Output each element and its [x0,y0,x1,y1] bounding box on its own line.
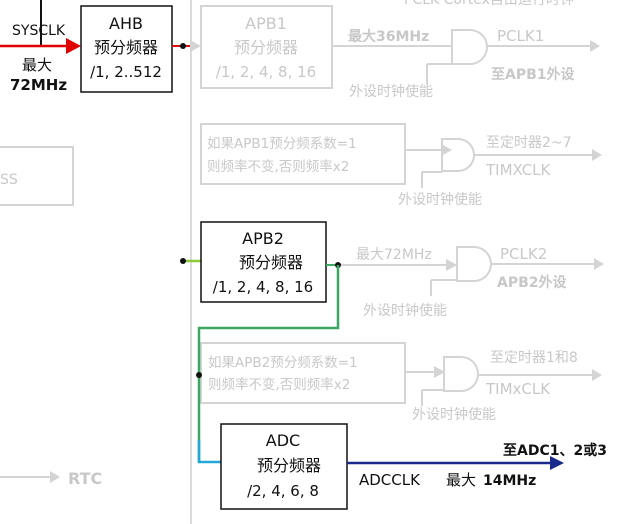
sysclk-label: SYSCLK [12,23,66,39]
adcclk-max-value: 14MHz [483,473,536,489]
adc-name: ADC [266,431,300,450]
apb2-factors: /1, 2, 4, 8, 16 [213,278,313,296]
apb1-target: 至APB1外设 [491,66,576,83]
adc-input-line [197,440,222,464]
apb1-title: 预分频器 [234,38,298,57]
adc-title: 预分频器 [257,456,321,475]
apb2-mult-junction-dot [196,372,202,378]
apb1-prescaler-box: APB1 预分频器 /1, 2, 4, 8, 16 [216,14,316,81]
apb2-title: 预分频器 [239,253,303,272]
apb2-mult-line1: 如果APB2预分频系数=1 [208,355,358,371]
apb2-name: APB2 [242,229,284,248]
pclk1-label: PCLK1 [497,27,544,45]
apb2-junction-dot [180,258,186,264]
apb2-prescaler-box: APB2 预分频器 /1, 2, 4, 8, 16 [200,221,327,303]
apb1-factors: /1, 2, 4, 8, 16 [216,63,316,81]
apb1-name: APB1 [245,14,287,33]
apb2-max: 最大72MHz [356,247,432,263]
ahb-factors: /1, 2..512 [90,63,162,81]
adcclk-arrowhead [550,456,564,470]
timxclk-apb2-label: TIMxCLK [485,380,551,398]
adc-target: 至ADC1、2或3 [503,442,607,459]
dimmed-arrowheads [50,40,604,483]
sysclk-arrowhead [66,38,81,54]
timxclk-apb1-label: TIMXCLK [485,161,552,179]
rtc-label: RTC [68,469,102,488]
apb2-to-adc-line [197,265,340,462]
sysclk-max-label: 最大 [22,56,52,74]
apb1-mult-line2: 则频率不变,否则频率x2 [207,158,349,175]
adc-factors: /2, 4, 6, 8 [247,482,319,500]
apb1-timer-enable: 外设时钟使能 [398,191,482,208]
apb2-enable: 外设时钟使能 [363,302,447,319]
apb2-timer-enable: 外设时钟使能 [412,406,496,423]
adcclk-label: ADCCLK [359,471,421,489]
apb2-target: APB2外设 [497,274,568,291]
adc-prescaler-box: ADC 预分频器 /2, 4, 6, 8 [220,423,348,510]
apb2-timer-target: 至定时器1和8 [490,350,578,366]
pclk2-label: PCLK2 [500,245,547,263]
apb1-max: 最大36MHz [348,28,429,45]
left-partial-label: SS [0,172,18,188]
apb2-mult-line2: 则频率不变,否则频率x2 [208,376,350,393]
apb1-mult-line1: 如果APB1预分频系数=1 [207,136,357,152]
sysclk-max-value: 72MHz [10,76,67,94]
top-partial-text: PCLK Cortex自由运行时钟 [404,0,574,8]
apb1-enable: 外设时钟使能 [349,83,433,100]
apb1-timer-target: 至定时器2~7 [486,135,572,151]
ahb-title: 预分频器 [94,38,158,57]
ahb-prescaler-box: AHB 预分频器 /1, 2..512 [80,5,173,93]
adcclk-max-label: 最大 [446,471,476,489]
ahb-name: AHB [109,14,143,33]
